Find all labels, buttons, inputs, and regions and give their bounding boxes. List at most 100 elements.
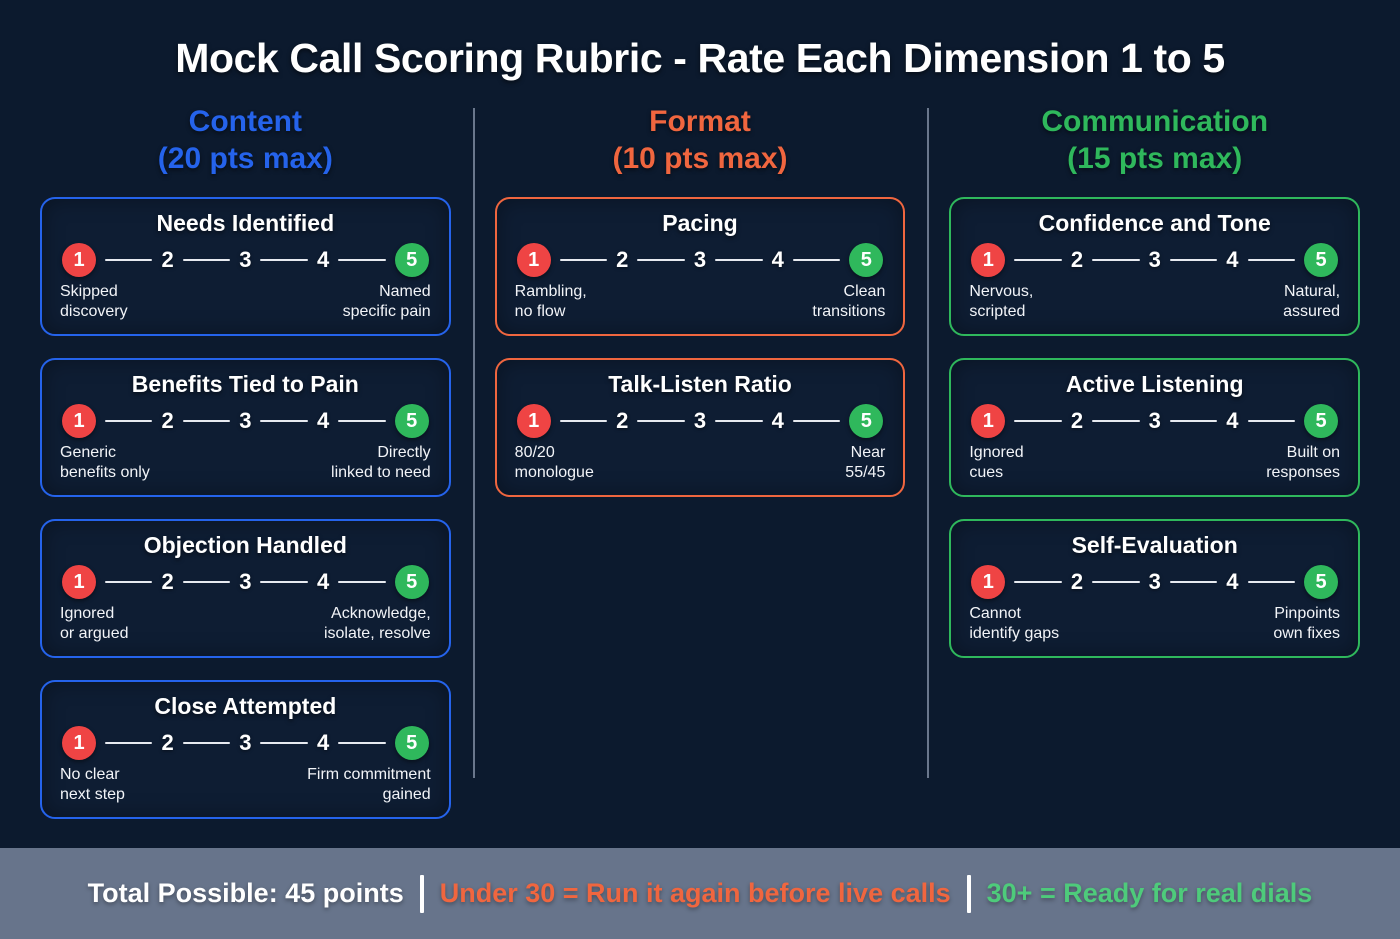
scale-point-3[interactable]: 3 xyxy=(239,247,252,273)
scale-segment xyxy=(715,259,763,262)
scale-point-2[interactable]: 2 xyxy=(1070,408,1084,434)
anchor-low-line1: Generic xyxy=(60,444,117,462)
card-active-listening[interactable]: Active Listening 1 2 3 4 5 Ignored cues xyxy=(949,358,1361,498)
scale-point-4[interactable]: 4 xyxy=(316,247,330,273)
scale-segment xyxy=(1092,259,1140,262)
scale-point-3[interactable]: 3 xyxy=(1148,408,1161,434)
card-pacing[interactable]: Pacing 1 2 3 4 5 Rambling, no flow xyxy=(494,197,906,337)
card-list-format: Pacing 1 2 3 4 5 Rambling, no flow xyxy=(494,197,906,498)
card-needs-identified[interactable]: Needs Identified 1 2 3 4 5 Skipped disco… xyxy=(40,197,451,337)
scale-point-4[interactable]: 4 xyxy=(316,730,330,756)
footer-divider xyxy=(419,874,424,913)
anchor-high-line2: gained xyxy=(382,785,431,803)
scale-point-5[interactable]: 5 xyxy=(394,243,429,278)
scale-point-1[interactable]: 1 xyxy=(971,404,1006,439)
rating-scale[interactable]: 1 2 3 4 5 xyxy=(58,404,433,439)
scale-point-1[interactable]: 1 xyxy=(62,565,96,600)
scale-point-2[interactable]: 2 xyxy=(1070,569,1084,595)
footer-total: Total Possible: 45 points xyxy=(87,878,404,908)
scale-point-1[interactable]: 1 xyxy=(516,243,551,278)
scale-point-5[interactable]: 5 xyxy=(1304,404,1339,439)
anchor-row: Ignored cues Built on responses xyxy=(967,443,1342,482)
rating-scale[interactable]: 1 2 3 4 5 xyxy=(58,726,433,761)
scale-point-2[interactable]: 2 xyxy=(161,730,174,756)
rating-scale[interactable]: 1 2 3 4 5 xyxy=(967,404,1342,439)
scale-point-5[interactable]: 5 xyxy=(849,404,884,439)
card-benefits-tied-to-pain[interactable]: Benefits Tied to Pain 1 2 3 4 5 Generic … xyxy=(40,358,451,498)
scale-segment xyxy=(105,742,153,745)
card-title: Talk-Listen Ratio xyxy=(608,371,792,398)
footer-divider xyxy=(966,874,971,913)
scale-point-4[interactable]: 4 xyxy=(771,247,784,273)
scale-point-1[interactable]: 1 xyxy=(971,243,1006,278)
card-close-attempted[interactable]: Close Attempted 1 2 3 4 5 No clear next … xyxy=(40,680,451,820)
scale-point-3[interactable]: 3 xyxy=(693,408,707,434)
scale-point-2[interactable]: 2 xyxy=(616,247,629,273)
page-title: Mock Call Scoring Rubric - Rate Each Dim… xyxy=(175,35,1225,81)
anchor-low: 80/20 monologue xyxy=(515,443,594,482)
column-points: (15 pts max) xyxy=(1067,141,1243,175)
scale-point-5[interactable]: 5 xyxy=(394,726,429,761)
anchor-high-line1: Near xyxy=(850,444,886,462)
card-title: Close Attempted xyxy=(154,693,337,720)
scale-point-1[interactable]: 1 xyxy=(516,404,551,439)
anchor-high-line2: 55/45 xyxy=(845,463,886,481)
scale-point-5[interactable]: 5 xyxy=(394,404,429,439)
scale-point-3[interactable]: 3 xyxy=(1148,247,1161,273)
scale-point-1[interactable]: 1 xyxy=(971,565,1006,600)
scale-point-2[interactable]: 2 xyxy=(161,247,174,273)
rating-scale[interactable]: 1 2 3 4 5 xyxy=(513,243,888,278)
scale-point-5[interactable]: 5 xyxy=(1304,243,1339,278)
scale-point-3[interactable]: 3 xyxy=(239,730,252,756)
rating-scale[interactable]: 1 2 3 4 5 xyxy=(58,243,433,278)
scale-point-5[interactable]: 5 xyxy=(849,243,884,278)
scale-point-3[interactable]: 3 xyxy=(1148,569,1161,595)
anchor-high-line1: Firm commitment xyxy=(307,766,431,784)
scale-point-4[interactable]: 4 xyxy=(1226,408,1239,434)
anchor-high: Clean transitions xyxy=(812,282,885,321)
scale-segment xyxy=(1169,581,1218,584)
scale-point-1[interactable]: 1 xyxy=(62,243,96,278)
scale-segment xyxy=(1014,581,1062,584)
column-points: (20 pts max) xyxy=(157,141,333,175)
scale-segment xyxy=(1169,259,1218,262)
scale-point-2[interactable]: 2 xyxy=(161,569,174,595)
scale-segment xyxy=(1014,420,1062,423)
rating-scale[interactable]: 1 2 3 4 5 xyxy=(513,404,888,439)
anchor-row: Nervous, scripted Natural, assured xyxy=(967,282,1342,321)
anchor-low-line2: discovery xyxy=(60,302,128,320)
anchor-row: Rambling, no flow Clean transitions xyxy=(513,282,888,321)
anchor-low: Ignored or argued xyxy=(60,604,129,643)
scale-point-2[interactable]: 2 xyxy=(1070,247,1084,273)
scale-point-5[interactable]: 5 xyxy=(1304,565,1339,600)
anchor-high-line2: responses xyxy=(1266,463,1341,481)
scale-point-4[interactable]: 4 xyxy=(1226,247,1239,273)
scale-segment xyxy=(1092,581,1140,584)
card-talk-listen-ratio[interactable]: Talk-Listen Ratio 1 2 3 4 5 80/20 monolo… xyxy=(494,358,906,498)
scale-point-4[interactable]: 4 xyxy=(771,408,784,434)
scale-point-1[interactable]: 1 xyxy=(62,726,96,761)
scale-point-1[interactable]: 1 xyxy=(62,404,96,439)
scale-point-2[interactable]: 2 xyxy=(616,408,629,434)
scale-point-5[interactable]: 5 xyxy=(394,565,429,600)
scale-point-3[interactable]: 3 xyxy=(239,569,252,595)
card-self-evaluation[interactable]: Self-Evaluation 1 2 3 4 5 Cannot identif… xyxy=(949,519,1361,659)
scale-point-3[interactable]: 3 xyxy=(693,247,707,273)
anchor-high: Pinpoints own fixes xyxy=(1273,604,1340,643)
scale-point-4[interactable]: 4 xyxy=(316,569,330,595)
anchor-low-line2: no flow xyxy=(514,302,566,320)
anchor-low-line2: next step xyxy=(60,785,125,803)
card-confidence-and-tone[interactable]: Confidence and Tone 1 2 3 4 5 Nervous, s… xyxy=(949,197,1361,337)
rating-scale[interactable]: 1 2 3 4 5 xyxy=(58,565,433,600)
scale-segment xyxy=(1169,420,1218,423)
scale-point-4[interactable]: 4 xyxy=(1226,569,1239,595)
scale-point-2[interactable]: 2 xyxy=(161,408,174,434)
rating-scale[interactable]: 1 2 3 4 5 xyxy=(967,243,1342,278)
scale-point-3[interactable]: 3 xyxy=(239,408,252,434)
column-header-format: Format (10 pts max) xyxy=(495,104,906,177)
scale-point-4[interactable]: 4 xyxy=(316,408,330,434)
anchor-low: Generic benefits only xyxy=(60,443,150,482)
anchor-low-line2: cues xyxy=(969,463,1004,481)
rating-scale[interactable]: 1 2 3 4 5 xyxy=(967,565,1342,600)
card-objection-handled[interactable]: Objection Handled 1 2 3 4 5 Ignored or a… xyxy=(40,519,451,659)
